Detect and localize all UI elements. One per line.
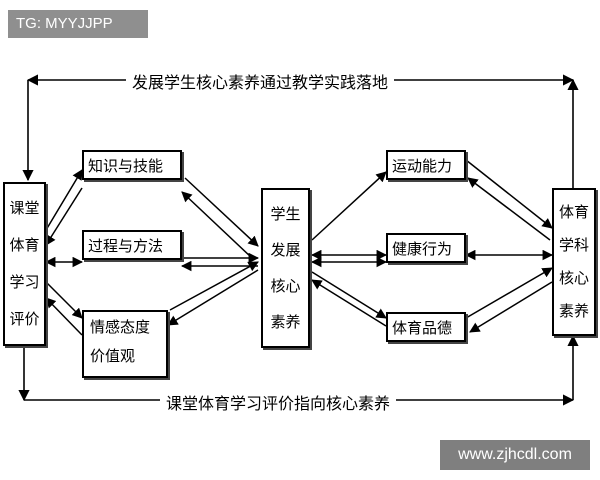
right-box-line-2: 学科 <box>558 236 589 254</box>
arrow-left-box-to-knowledge <box>45 169 83 231</box>
arrow-motor-to-right-box <box>465 159 553 229</box>
emotion-values-line-1: 情感态度 <box>90 318 151 336</box>
arrow-emotion-to-left-box <box>45 297 83 336</box>
arrow-center-to-motor <box>311 171 387 241</box>
arrow-right-box-to-morality <box>469 281 553 333</box>
right-box-line-3: 核心 <box>558 269 589 287</box>
arrow-emotion-to-center <box>169 261 259 311</box>
healthy-behavior-box: 健康行为 <box>386 233 466 263</box>
motor-ability-label: 运动能力 <box>392 157 453 175</box>
arrow-right-box-to-motor <box>467 177 551 241</box>
right-box-line-1: 体育 <box>558 203 589 221</box>
student-core-literacy-box: 学生 发展 核心 素养 <box>261 188 310 348</box>
left-box-line-1: 课堂 <box>9 199 40 217</box>
center-box-line-4: 素养 <box>270 312 301 331</box>
center-box-line-2: 发展 <box>270 240 301 259</box>
sports-morality-label: 体育品德 <box>392 319 453 337</box>
process-methods-box: 过程与方法 <box>82 230 182 260</box>
watermark-bottom-right: www.zjhcdl.com <box>440 440 590 470</box>
emotion-values-line-2: 价值观 <box>90 346 136 365</box>
arrow-morality-to-right-box <box>465 267 553 319</box>
top-flow-label: 发展学生核心素养通过教学实践落地 <box>126 69 395 93</box>
arrow-morality-to-center <box>311 279 387 327</box>
knowledge-skills-label: 知识与技能 <box>88 157 164 175</box>
arrow-left-box-to-emotion <box>45 281 83 319</box>
arrow-knowledge-to-left-box <box>45 187 83 246</box>
left-box-line-3: 学习 <box>9 273 40 291</box>
right-box-line-4: 素养 <box>558 302 589 320</box>
process-methods-label: 过程与方法 <box>88 237 164 255</box>
watermark-top-left: TG: MYYJJPP <box>8 10 148 38</box>
left-box-line-2: 体育 <box>9 236 40 254</box>
emotion-values-box: 情感态度 价值观 <box>82 310 168 378</box>
arrow-center-to-morality <box>311 271 387 319</box>
knowledge-skills-box: 知识与技能 <box>82 150 182 180</box>
arrow-knowledge-to-center <box>184 177 259 247</box>
center-box-line-3: 核心 <box>270 276 301 295</box>
arrow-center-to-emotion <box>167 269 259 326</box>
arrow-center-to-knowledge <box>181 191 253 259</box>
bottom-flow-label: 课堂体育学习评价指向核心素养 <box>160 390 397 414</box>
left-box-line-4: 评价 <box>9 310 40 328</box>
motor-ability-box: 运动能力 <box>386 150 466 180</box>
healthy-behavior-label: 健康行为 <box>392 240 453 258</box>
pe-discipline-core-literacy-box: 体育 学科 核心 素养 <box>552 188 596 336</box>
classroom-pe-assessment-box: 课堂 体育 学习 评价 <box>3 182 46 346</box>
sports-morality-box: 体育品德 <box>386 312 466 342</box>
center-box-line-1: 学生 <box>270 204 301 223</box>
